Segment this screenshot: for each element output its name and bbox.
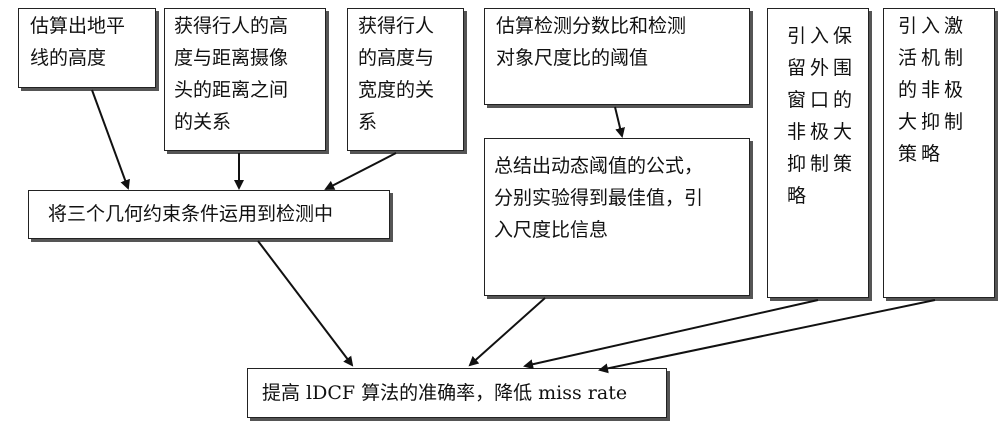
text-pedestrian-width: 获得行人 的高度与 宽度的关 系: [358, 15, 435, 133]
box-result: [247, 368, 667, 418]
arrow-dynamic-to-result: [468, 297, 546, 367]
arrow-width-to-constraints: [324, 152, 397, 190]
box-pedestrian-distance: [164, 8, 326, 151]
box-pedestrian-width: [347, 8, 464, 151]
box-apply-constraints: [28, 190, 390, 239]
box-nms-activation: [883, 8, 995, 298]
arrow-constraints-to-result: [257, 240, 354, 367]
box-dynamic-threshold: [484, 138, 750, 296]
arrow-horizon-to-constraints: [91, 89, 130, 190]
text-threshold-estimate: 估算检测分数比和检测 对象尺度比的阈值: [496, 15, 687, 69]
arrow-nms-activation-to-result: [598, 299, 936, 374]
text-nms-window: 引入保 留外围 窗口的 非极大 抑制策 略: [787, 25, 857, 207]
text-dynamic-threshold: 总结出动态阈值的公式， 分别实验得到最佳值，引 入尺度比信息: [494, 155, 704, 241]
box-nms-window: [767, 8, 869, 298]
arrow-nms-window-to-result: [523, 299, 819, 370]
text-apply-constraints: 将三个几何约束条件运用到检测中: [48, 203, 334, 225]
text-result: 提高 lDCF 算法的准确率，降低 miss rate: [262, 382, 628, 404]
text-nms-activation: 引入激 活机制 的非极 大抑制 策略: [898, 15, 968, 165]
box-horizon-height: [18, 8, 156, 88]
box-threshold-estimate: [484, 8, 750, 105]
text-pedestrian-distance: 获得行人的高 度与距离摄像 头的距离之间 的关系: [174, 15, 289, 133]
arrow-threshold-to-dynamic: [614, 106, 625, 138]
text-horizon-height: 估算出地平 线的高度: [30, 15, 126, 69]
